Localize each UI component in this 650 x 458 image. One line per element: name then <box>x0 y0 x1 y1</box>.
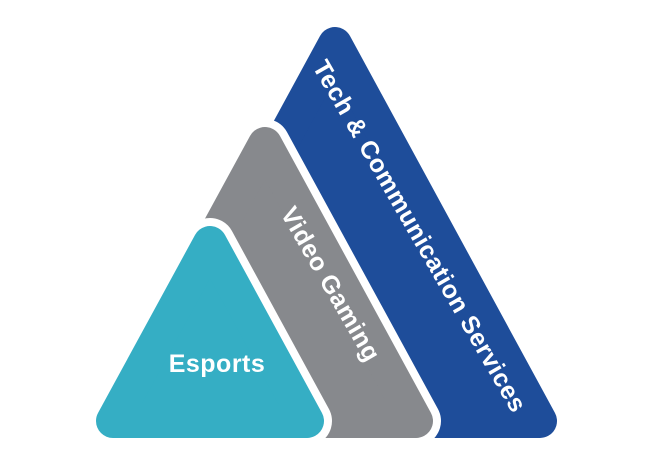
esports-label: Esports <box>169 350 266 378</box>
esports-triangle <box>96 226 324 438</box>
layer-esports: Esports <box>88 218 332 446</box>
